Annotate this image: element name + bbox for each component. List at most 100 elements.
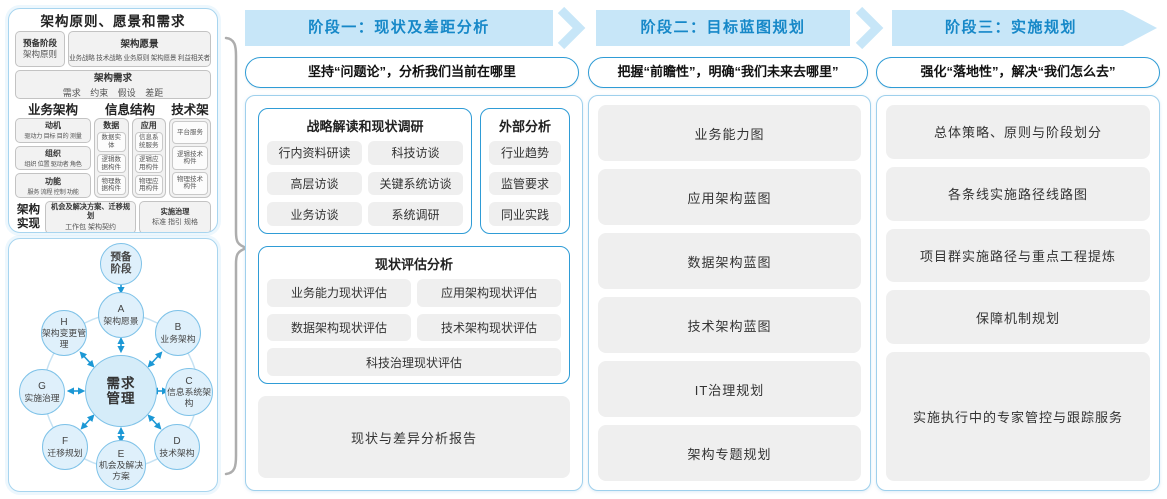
data-entity-box: 数据实体 [97,132,126,152]
architecture-content-panel: 架构原则、愿景和需求 预备阶段 架构原则 架构愿景 业务战略 技术战略 业务原则… [8,8,218,233]
vision-title: 架构愿景 [120,39,159,50]
data-subcolumn: 数据 数据实体 逻辑数据构件 物理数据构件 [94,118,129,198]
business-architecture-header: 业务架构 [27,103,78,117]
information-column: 数据 数据实体 逻辑数据构件 物理数据构件 应用 信息系统服务 逻辑应用构件 物… [94,118,166,198]
technology-column: 平台服务 逻辑技术构件 物理技术构件 [169,118,211,198]
research-item: 高层访谈 [267,171,362,196]
phase1-panel: 战略解读和现状调研 行内资料研读 科技访谈 高层访谈 关键系统访谈 业务访谈 系… [245,95,583,491]
prep-phase-label: 预备阶段 [22,37,57,48]
phase3-panel: 总体策略、原则与阶段划分 各条线实施路径线路图 项目群实施路径与重点工程提炼 保… [876,95,1160,491]
current-assessment-box: 现状评估分析 业务能力现状评估 应用架构现状评估 数据架构现状评估 技术架构现状… [258,246,570,384]
architecture-principles-label: 架构原则 [22,49,57,59]
function-box: 功能 服务 流程 控制 功能 [15,173,91,199]
phase3-item: 保障机制规划 [886,290,1150,344]
strategy-research-box: 战略解读和现状调研 行内资料研读 科技访谈 高层访谈 关键系统访谈 业务访谈 系… [258,108,472,234]
phase2-header: 阶段二：目标蓝图规划 [640,19,806,36]
architecture-panel-title: 架构原则、愿景和需求 [40,14,186,29]
phase2-item: 应用架构蓝图 [598,169,861,225]
organization-box: 组织 组织 位置 驱动者 角色 [15,145,91,171]
implementation-governance-box: 实施治理 标准 指引 规格 [139,201,211,232]
requirements-management-label: 需求管理 [106,375,136,406]
information-structure-header: 信息结构 [104,103,155,117]
adm-node-g: G 实施治理 [19,369,65,415]
current-assessment-title: 现状评估分析 [374,257,453,272]
requirements-title: 架构需求 [93,73,132,84]
external-analysis-list: 行业趋势 监管要求 同业实践 [489,141,561,227]
strategy-research-grid: 行内资料研读 科技访谈 高层访谈 关键系统访谈 业务访谈 系统调研 [267,141,463,226]
external-item: 行业趋势 [489,141,561,165]
phase-header-bands [245,6,1157,50]
strategy-research-title: 战略解读和现状调研 [306,119,424,134]
adm-node-c: C 信息系统架构 [165,368,213,416]
phase2-item: 数据架构蓝图 [598,233,861,289]
preliminary-label: 预备阶段 [110,251,132,275]
current-assessment-grid: 业务能力现状评估 应用架构现状评估 数据架构现状评估 技术架构现状评估 科技治理… [267,279,561,376]
function-items: 服务 流程 控制 功能 [27,188,79,196]
adm-node-center: 需求管理 [85,355,157,427]
phase3-item: 项目群实施路径与重点工程提炼 [886,228,1150,283]
requirements-items: 需求 约束 假设 差距 [62,88,164,98]
adm-node-f: F 迁移规划 [42,424,88,470]
impl-governance-items: 标准 指引 规格 [152,219,198,227]
adm-node-b: B 业务架构 [155,310,201,356]
logical-app-box: 逻辑应用构件 [134,153,163,174]
data-title: 数据 [103,121,120,130]
physical-tech-box: 物理技术构件 [172,171,208,195]
motivation-box: 动机 驱动力 目标 目的 测量 [15,118,91,143]
function-title: 功能 [45,176,61,186]
adm-node-a: A 架构愿景 [98,292,144,338]
prep-phase-box: 预备阶段 架构原则 [15,31,65,67]
platform-service-box: 平台服务 [172,121,208,145]
research-item: 行内资料研读 [267,141,362,165]
external-analysis-title: 外部分析 [498,119,551,134]
logical-tech-box: 逻辑技术构件 [172,146,208,170]
impl-governance-title: 实施治理 [160,206,190,216]
phase2-panel: 业务能力图 应用架构蓝图 数据架构蓝图 技术架构蓝图 IT治理规划 架构专题规划 [588,95,871,491]
architecture-vision-box: 架构愿景 业务战略 技术战略 业务原则 架构愿景 利益相关者 [68,31,211,67]
center-d-arrow [147,414,162,430]
phase2-item: IT治理规划 [598,361,861,417]
application-subcolumn: 应用 信息系统服务 逻辑应用构件 物理应用构件 [131,118,166,198]
assessment-item: 科技治理现状评估 [267,348,561,376]
adm-node-preliminary: 预备阶段 [100,243,142,285]
organization-title: 组织 [45,149,61,158]
chevron-separator-1 [557,6,586,50]
physical-app-box: 物理应用构件 [134,175,163,196]
logical-data-box: 逻辑数据构件 [97,153,126,174]
center-f-arrow [80,414,95,430]
adm-cycle-panel: 预备阶段 需求管理 A 架构愿景 B 业务架构 C 信息系统架构 D 技术架构 … [8,238,218,492]
domain-headers: 业务架构 信息结构 技术架构 [15,102,211,133]
adm-node-d: D 技术架构 [154,424,200,470]
physical-data-box: 物理数据构件 [97,175,126,196]
motivation-title: 动机 [45,121,61,131]
phase3-header: 阶段三：实施规划 [944,19,1077,36]
adm-node-e: E 机会及解决方案 [96,440,146,490]
phase1-band [245,10,553,46]
external-analysis-box: 外部分析 行业趋势 监管要求 同业实践 [480,108,570,234]
assessment-item: 业务能力现状评估 [267,279,411,307]
technology-architecture-header: 技术架构 [171,103,209,133]
research-item: 科技访谈 [368,141,463,165]
phase3-item: 总体策略、原则与阶段划分 [886,105,1150,159]
opportunities-title: 机会及解决方案、迁移规划 [51,202,131,220]
phase3-item: 各条线实施路径线路图 [886,166,1150,221]
research-item: 关键系统访谈 [368,171,463,196]
motivation-items: 驱动力 目标 目的 测量 [24,133,82,141]
opportunities-migration-box: 机会及解决方案、迁移规划 工作包 架构契约 [45,201,137,232]
phase2-band [596,10,850,46]
research-item: 系统调研 [368,202,463,226]
phase2-item: 架构专题规划 [598,425,861,481]
chevron-separator-2 [855,6,884,50]
assessment-item: 应用架构现状评估 [417,279,561,307]
phase3-item: 实施执行中的专家管控与跟踪服务 [886,352,1150,481]
assessment-item: 数据架构现状评估 [267,313,411,342]
phase2-item: 业务能力图 [598,105,861,161]
business-column: 动机 驱动力 目标 目的 测量 组织 组织 位置 驱动者 角色 功能 服务 流程… [15,118,91,199]
realization-label: 架构实现 [17,204,40,230]
vision-items: 业务战略 技术战略 业务原则 架构愿景 利益相关者 [69,55,210,62]
is-service-box: 信息系统服务 [134,132,163,152]
center-h-arrow [79,351,95,368]
domain-columns: 动机 驱动力 目标 目的 测量 组织 组织 位置 驱动者 角色 功能 服务 流程… [15,118,211,199]
phase1-header: 阶段一：现状及差距分析 [308,19,490,36]
